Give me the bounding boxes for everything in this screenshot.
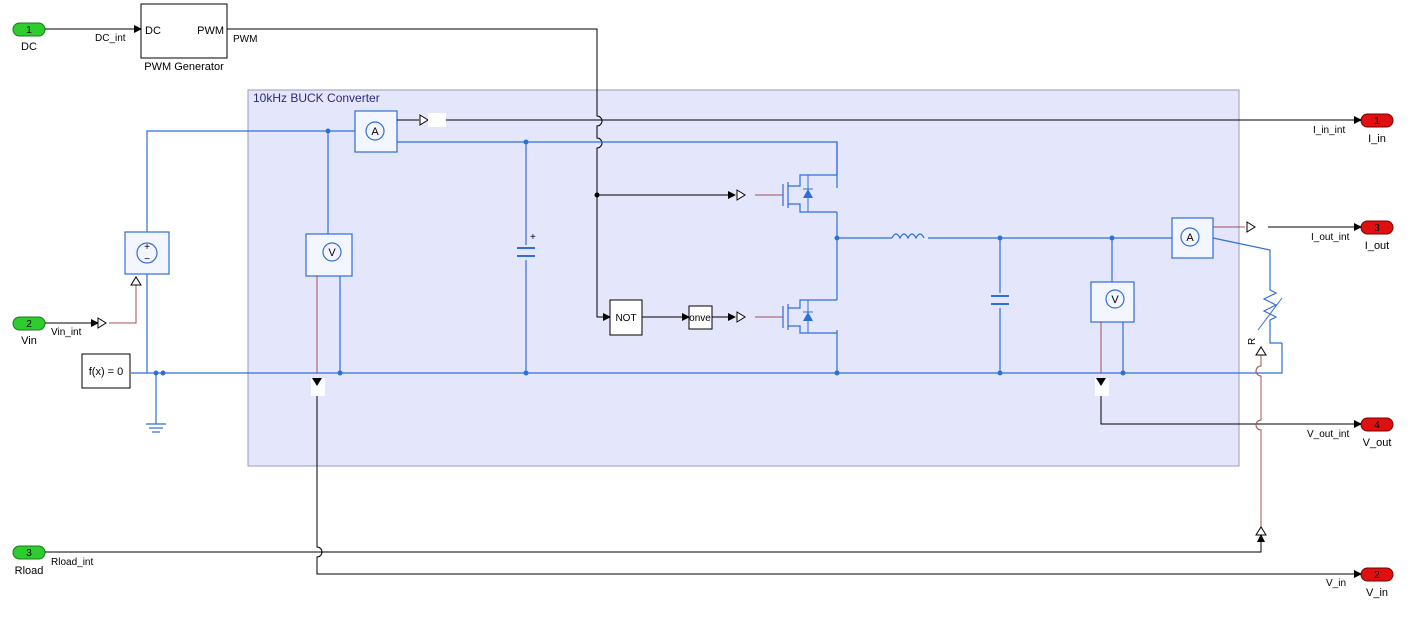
inport-rload[interactable]: 3 Rload	[12, 545, 46, 577]
inport-vin[interactable]: 2 Vin	[12, 316, 46, 347]
outport-i-in-name: I_in	[1368, 133, 1386, 145]
vin-sense-port	[312, 378, 322, 386]
rload-ps-port	[1255, 346, 1267, 356]
solver-label: f(x) = 0	[89, 366, 124, 378]
vout-sense-port	[1096, 378, 1106, 386]
i-in-int-label: I_in_int	[1313, 125, 1345, 136]
rload-int-label: Rload_int	[51, 557, 93, 568]
ammeter-out-icon	[1180, 227, 1200, 247]
solver-node	[153, 370, 159, 376]
outport-i-in-number: 1	[1374, 116, 1380, 127]
vin-int-label: Vin_int	[51, 327, 82, 338]
rload-signal-line[interactable]	[45, 534, 1265, 553]
outport-i-in[interactable]: 1 I_in	[1360, 113, 1394, 145]
solver-configuration-block[interactable]: f(x) = 0	[81, 353, 131, 389]
pwm-generator-block[interactable]: DC PWM PWM Generator	[140, 3, 228, 73]
inport-rload-number: 3	[26, 548, 32, 559]
iout-converter-icon	[1246, 221, 1256, 233]
high-side-mosfet[interactable]	[755, 142, 838, 213]
inport-dc-number: 1	[26, 25, 32, 36]
voltmeter-out-label: V	[1111, 294, 1119, 306]
outport-v-in[interactable]: 2 V_in	[1360, 567, 1394, 599]
inport-vin-name: Vin	[21, 335, 37, 347]
pwm-block-name: PWM Generator	[144, 61, 224, 73]
input-capacitor[interactable]: +	[517, 232, 536, 257]
output-ammeter-wire	[1212, 237, 1271, 278]
data-type-conversion-block[interactable]: onve	[688, 305, 713, 330]
cap-in-gnd-node	[523, 370, 529, 376]
svg-text:+: +	[144, 242, 150, 253]
v-in-signal-line[interactable]	[316, 396, 1362, 578]
dc-int-label: DC_int	[95, 33, 126, 44]
svg-text:−: −	[144, 254, 150, 265]
convert-label: onve	[689, 313, 711, 324]
not-label: NOT	[615, 313, 636, 324]
subsystem-title: 10kHz BUCK Converter	[253, 91, 380, 105]
v-out-int-label: V_out_int	[1307, 429, 1349, 440]
rload-converter-icon	[1255, 526, 1267, 536]
outport-v-in-name: V_in	[1366, 587, 1388, 599]
voltmeter-out-icon	[1105, 289, 1125, 309]
vin-ps-port	[130, 276, 142, 286]
voltage-source-icon	[136, 242, 158, 264]
resistor-r-label: R	[1247, 338, 1258, 345]
svg-text:+: +	[530, 232, 536, 243]
i-in-converter-icon	[419, 114, 429, 126]
vin-converter-icon	[97, 317, 107, 329]
outport-v-out[interactable]: 4 V_out	[1360, 417, 1394, 449]
ground-icon	[146, 423, 166, 433]
inport-vin-number: 2	[26, 319, 32, 330]
rload-ps-conversion-line	[1255, 355, 1262, 527]
voltmeter-icon	[322, 242, 342, 262]
inductor[interactable]	[891, 233, 925, 240]
pwm-signal-line[interactable]	[227, 28, 611, 321]
variable-resistor[interactable]: R	[1247, 278, 1283, 345]
source-top-wire	[146, 130, 355, 232]
input-current-sensor[interactable]: A	[354, 110, 398, 153]
ammeter-icon	[365, 121, 385, 141]
ammeter-in-label: A	[371, 126, 379, 138]
inport-dc[interactable]: 1 DC	[12, 22, 46, 53]
not-block[interactable]: NOT	[609, 299, 643, 336]
vin-ps-conversion-line	[109, 285, 137, 324]
v-out-signal-line[interactable]	[1100, 396, 1362, 428]
pwm-signal-label: PWM	[233, 34, 257, 45]
outport-v-out-number: 4	[1374, 420, 1380, 431]
controlled-voltage-source[interactable]: + −	[124, 231, 170, 275]
buck-converter-subsystem[interactable]	[247, 89, 1240, 467]
output-current-sensor[interactable]: A	[1171, 217, 1214, 259]
outport-i-out-name: I_out	[1365, 240, 1389, 252]
output-voltage-sensor[interactable]: V	[1090, 281, 1135, 323]
outport-v-in-number: 2	[1374, 570, 1380, 581]
v-in-out-label: V_in	[1326, 578, 1346, 589]
gate-low-converter-icon	[736, 311, 746, 323]
voltmeter-in-label: V	[328, 247, 336, 259]
inport-rload-name: Rload	[15, 565, 44, 577]
inport-dc-name: DC	[21, 41, 37, 53]
pwm-in-port-label: DC	[145, 25, 161, 37]
i-out-int-label: I_out_int	[1311, 232, 1350, 243]
pwm-branch-node	[594, 192, 600, 198]
ground-node	[160, 370, 166, 376]
outport-v-out-name: V_out	[1363, 437, 1392, 449]
outport-i-out-number: 3	[1374, 223, 1380, 234]
pwm-out-port-label: PWM	[197, 25, 224, 37]
input-voltage-sensor[interactable]: V	[305, 233, 353, 277]
ammeter-out-label: A	[1186, 232, 1194, 244]
ground-rail	[131, 343, 1283, 374]
gate-high-converter-icon	[736, 189, 746, 201]
low-side-mosfet[interactable]	[755, 299, 837, 334]
outport-i-out[interactable]: 3 I_out	[1360, 220, 1394, 252]
output-capacitor[interactable]	[991, 295, 1009, 305]
